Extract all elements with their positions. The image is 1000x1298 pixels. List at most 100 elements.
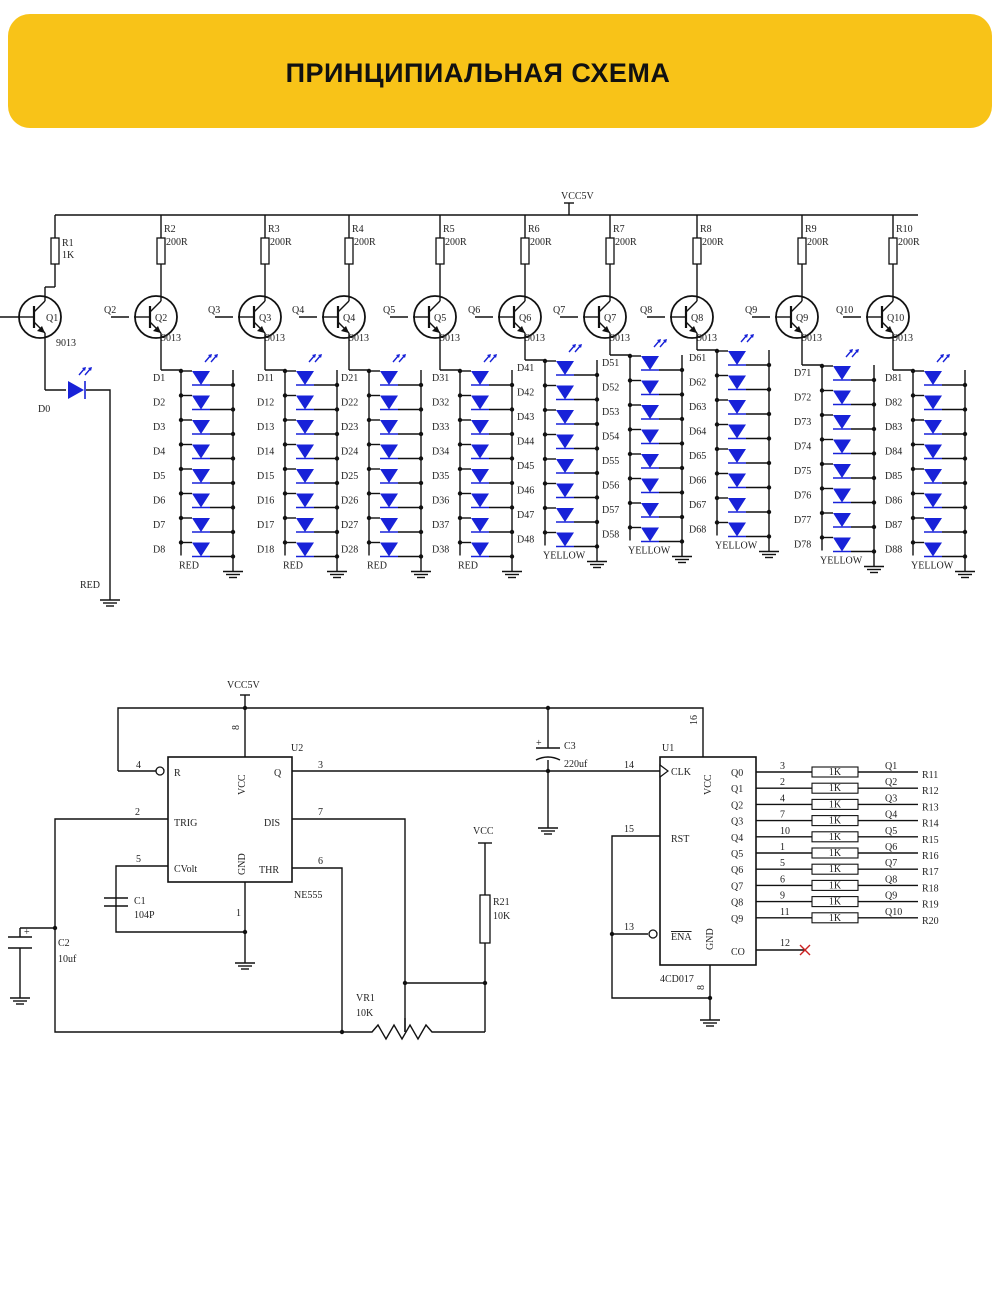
junction-dot	[366, 417, 372, 423]
resistor-r5	[435, 215, 445, 287]
emitter-arrow	[432, 326, 440, 333]
transistor-label: Q2	[155, 313, 167, 324]
led-d34	[471, 444, 489, 460]
led-label: D4	[153, 447, 165, 458]
led-d68	[728, 522, 746, 538]
led-triangle	[833, 366, 851, 380]
resistor-value: 200R	[354, 237, 376, 248]
junction-dot	[418, 505, 424, 510]
ground-q6	[587, 553, 607, 569]
led-d37	[471, 518, 489, 533]
led-triangle	[296, 444, 314, 459]
led-label: D56	[602, 481, 619, 492]
led-label: D61	[689, 353, 706, 364]
junction-dot	[766, 387, 772, 392]
led-d3	[192, 420, 210, 435]
ground-q5	[502, 563, 522, 579]
ne555-pin-thr: THR	[259, 865, 279, 876]
led-triangle	[192, 493, 210, 508]
junction-dot	[457, 540, 463, 545]
resistor-r1	[50, 215, 60, 287]
led-d12	[296, 395, 314, 411]
cd4017-ref: U1	[662, 743, 674, 754]
led-label: D83	[885, 422, 902, 433]
led-triangle	[192, 518, 210, 532]
emitter-arrow	[689, 326, 697, 333]
output-net-label: Q2	[885, 777, 897, 788]
junction-dot	[509, 431, 515, 437]
stage-q3: R3200RQ3Q39013D11D12D13D14D15D16D17D18RE…	[208, 215, 347, 579]
led-triangle	[471, 420, 489, 434]
junction-dot	[871, 426, 877, 432]
led-label: D34	[432, 447, 449, 458]
arrow-head	[396, 354, 400, 358]
led-label: D47	[517, 510, 534, 521]
resistor-label: R3	[268, 224, 280, 235]
led-label: D27	[341, 520, 358, 531]
output-pin-label: Q8	[731, 898, 743, 909]
junction-dot	[679, 367, 685, 373]
led-d15	[296, 469, 314, 484]
led-triangle	[833, 488, 851, 503]
pin-number: 15	[624, 824, 634, 835]
junction-dot	[457, 466, 463, 472]
led-triangle	[380, 469, 398, 483]
output-resistor-name: R12	[922, 786, 939, 797]
junction-dot	[282, 491, 288, 496]
junction-dot	[594, 397, 600, 402]
resistor-value: 200R	[166, 237, 188, 248]
output-pin-label: Q4	[731, 833, 743, 844]
vr1-potentiometer	[342, 1023, 485, 1041]
junction-dot	[178, 466, 184, 472]
junction-dot	[714, 520, 720, 525]
transistor-label: Q5	[434, 313, 446, 324]
output-resistor-value: 1K	[829, 767, 842, 778]
stage-q5: R5200RQ5Q59013D31D32D33D34D35D36D37D38RE…	[383, 215, 522, 579]
junction-dot	[714, 495, 720, 501]
output-net-label: Q5	[885, 826, 897, 837]
output-pin-label: Q0	[731, 768, 743, 779]
led-d46	[556, 483, 574, 499]
led-d57	[641, 503, 659, 518]
led-d32	[471, 395, 489, 411]
led-label: D2	[153, 398, 165, 409]
ground-cd4017	[700, 1012, 720, 1027]
emitter-arrow	[794, 326, 802, 333]
junction-dot	[482, 980, 488, 986]
ne555-part: NE555	[294, 890, 322, 901]
arrow-head	[318, 354, 322, 358]
arrow-head	[312, 354, 316, 358]
pin-number: 5	[136, 854, 141, 865]
led-d6	[192, 493, 210, 509]
led-triangle	[924, 371, 942, 385]
transistor-q6-icon	[498, 287, 542, 347]
led-light-arrows-icon	[936, 354, 950, 363]
led-d83	[924, 420, 942, 435]
transistor-q1-icon	[18, 287, 62, 347]
transistor-q10-icon	[866, 287, 910, 347]
junction-dot	[819, 388, 825, 393]
junction-dot	[594, 372, 600, 378]
pin-number: 5	[780, 858, 785, 869]
pin-number: 10	[780, 826, 790, 837]
junction-dot	[509, 407, 515, 412]
ground-q3	[327, 563, 347, 579]
pin-number: 6	[780, 874, 785, 885]
junction-dot	[366, 540, 372, 545]
transistor-label: Q4	[343, 313, 355, 324]
output-pin-label: Q2	[731, 800, 743, 811]
c2-value: 10uf	[58, 954, 77, 965]
junction-dot	[418, 529, 424, 535]
led-label: D58	[602, 530, 619, 541]
resistor-value: 200R	[807, 237, 829, 248]
pin-number: 6	[318, 856, 323, 867]
output-pin-label: Q1	[731, 784, 743, 795]
led-triangle	[296, 542, 314, 557]
junction-dot	[910, 368, 916, 374]
junction-dot	[334, 529, 340, 535]
resistor-body	[888, 237, 898, 265]
cd4017-pin-clk: CLK	[671, 767, 692, 778]
led-triangle	[471, 542, 489, 557]
led-triangle	[192, 371, 210, 385]
